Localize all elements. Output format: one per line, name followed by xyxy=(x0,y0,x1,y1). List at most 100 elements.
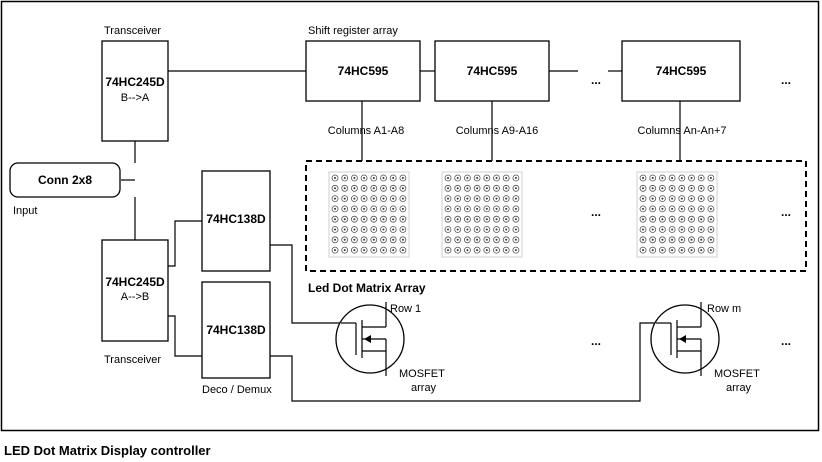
led-dot-center xyxy=(476,177,479,179)
led-dot-center xyxy=(495,177,498,179)
led-dot-center xyxy=(401,218,404,221)
led-dot-center xyxy=(661,218,664,221)
matrix-ellipsis: ... xyxy=(591,205,601,219)
decoder-1-name: 74HC138D xyxy=(206,212,266,226)
led-dot-center xyxy=(700,187,703,190)
led-dot-center xyxy=(466,238,469,241)
transceiver-top-direction: B-->A xyxy=(121,92,150,104)
connector-block xyxy=(9,162,121,198)
led-dot-center xyxy=(353,228,356,231)
led-dot-center xyxy=(372,249,375,252)
shift-register-2-name: 74HC595 xyxy=(467,64,518,78)
led-dot-center xyxy=(353,249,356,252)
mosfet-trailing-ellipsis: ... xyxy=(781,334,791,348)
led-dot-center xyxy=(447,177,449,179)
led-dot-center xyxy=(514,218,517,221)
led-dot-center xyxy=(401,249,404,252)
led-dot-center xyxy=(401,197,404,200)
transceiver-top-label: Transceiver xyxy=(104,25,161,37)
mosfet-2-label: MOSFET xyxy=(714,368,760,380)
led-dot-center xyxy=(690,218,693,221)
mosfet-2-sublabel: array xyxy=(726,382,752,394)
led-dot-center xyxy=(661,177,664,179)
led-dot-center xyxy=(642,249,644,252)
led-dot-center xyxy=(476,238,479,241)
led-dot-center xyxy=(447,218,449,221)
led-dot-center xyxy=(476,249,479,252)
led-dot-center xyxy=(709,177,712,179)
led-dot-center xyxy=(334,249,336,252)
led-dot-center xyxy=(466,177,469,179)
mosfet-1-sublabel: array xyxy=(411,382,437,394)
led-dot-center xyxy=(709,187,712,190)
led-dot-center xyxy=(505,249,508,252)
led-dot-center xyxy=(680,197,683,200)
row-1-label: Row 1 xyxy=(390,303,421,315)
columns-1-label: Columns A1-A8 xyxy=(328,125,404,137)
shift-register-3-block xyxy=(621,40,741,102)
led-dot-center xyxy=(700,207,703,210)
decoder-2-name: 74HC138D xyxy=(206,323,266,337)
mosfet-1-label: MOSFET xyxy=(399,368,445,380)
led-dot-center xyxy=(382,228,385,231)
decoder-2-block xyxy=(201,281,271,379)
led-dot-center xyxy=(363,197,366,200)
led-dot-center xyxy=(343,207,346,210)
led-dot-center xyxy=(363,228,366,231)
led-dot-center xyxy=(485,249,488,252)
led-dot-center xyxy=(363,207,366,210)
led-dot-center xyxy=(485,177,488,179)
led-dot-center xyxy=(466,249,469,252)
led-dot-center xyxy=(485,207,488,210)
deco-demux-label: Deco / Demux xyxy=(202,384,272,396)
led-dot-center xyxy=(456,238,459,241)
led-dot-center xyxy=(661,238,664,241)
led-dot-center xyxy=(334,228,336,231)
led-dot-center xyxy=(642,238,644,241)
led-dot-center xyxy=(382,218,385,221)
led-dot-center xyxy=(514,187,517,190)
led-dot-center xyxy=(372,228,375,231)
led-dot-center xyxy=(651,177,654,179)
led-dot-center xyxy=(495,249,498,252)
led-dot-center xyxy=(447,207,449,210)
led-dot-center xyxy=(392,187,395,190)
led-dot-center xyxy=(372,218,375,221)
led-dot-center xyxy=(680,177,683,179)
led-dot-center xyxy=(671,187,674,190)
led-dot-center xyxy=(456,197,459,200)
led-dot-center xyxy=(382,197,385,200)
led-dot-center xyxy=(709,238,712,241)
led-dot-center xyxy=(401,228,404,231)
led-dot-center xyxy=(343,228,346,231)
led-dot-center xyxy=(661,228,664,231)
shift-register-2-block xyxy=(434,40,550,102)
led-dot-center xyxy=(343,238,346,241)
led-dot-center xyxy=(401,187,404,190)
led-dot-center xyxy=(372,177,375,179)
transceiver-bottom-direction: A-->B xyxy=(121,291,149,303)
row-m-label: Row m xyxy=(707,303,741,315)
led-dot-center xyxy=(401,207,404,210)
led-dot-center xyxy=(447,197,449,200)
diagram-caption: LED Dot Matrix Display controller xyxy=(4,443,211,458)
led-dot-center xyxy=(514,207,517,210)
led-dot-center xyxy=(456,249,459,252)
led-dot-center xyxy=(661,249,664,252)
led-dot-center xyxy=(642,187,644,190)
led-dot-center xyxy=(700,238,703,241)
led-dot-center xyxy=(690,177,693,179)
led-dot-center xyxy=(700,197,703,200)
led-dot-center xyxy=(642,218,644,221)
led-dot-center xyxy=(456,228,459,231)
led-dot-center xyxy=(363,249,366,252)
led-dot-center xyxy=(514,238,517,241)
led-dot-center xyxy=(476,197,479,200)
input-label: Input xyxy=(13,205,37,217)
columns-2-label: Columns A9-A16 xyxy=(456,125,539,137)
led-dot-center xyxy=(343,249,346,252)
led-dot-center xyxy=(642,207,644,210)
led-dot-center xyxy=(671,238,674,241)
led-dot-center xyxy=(651,187,654,190)
led-dot-center xyxy=(447,249,449,252)
